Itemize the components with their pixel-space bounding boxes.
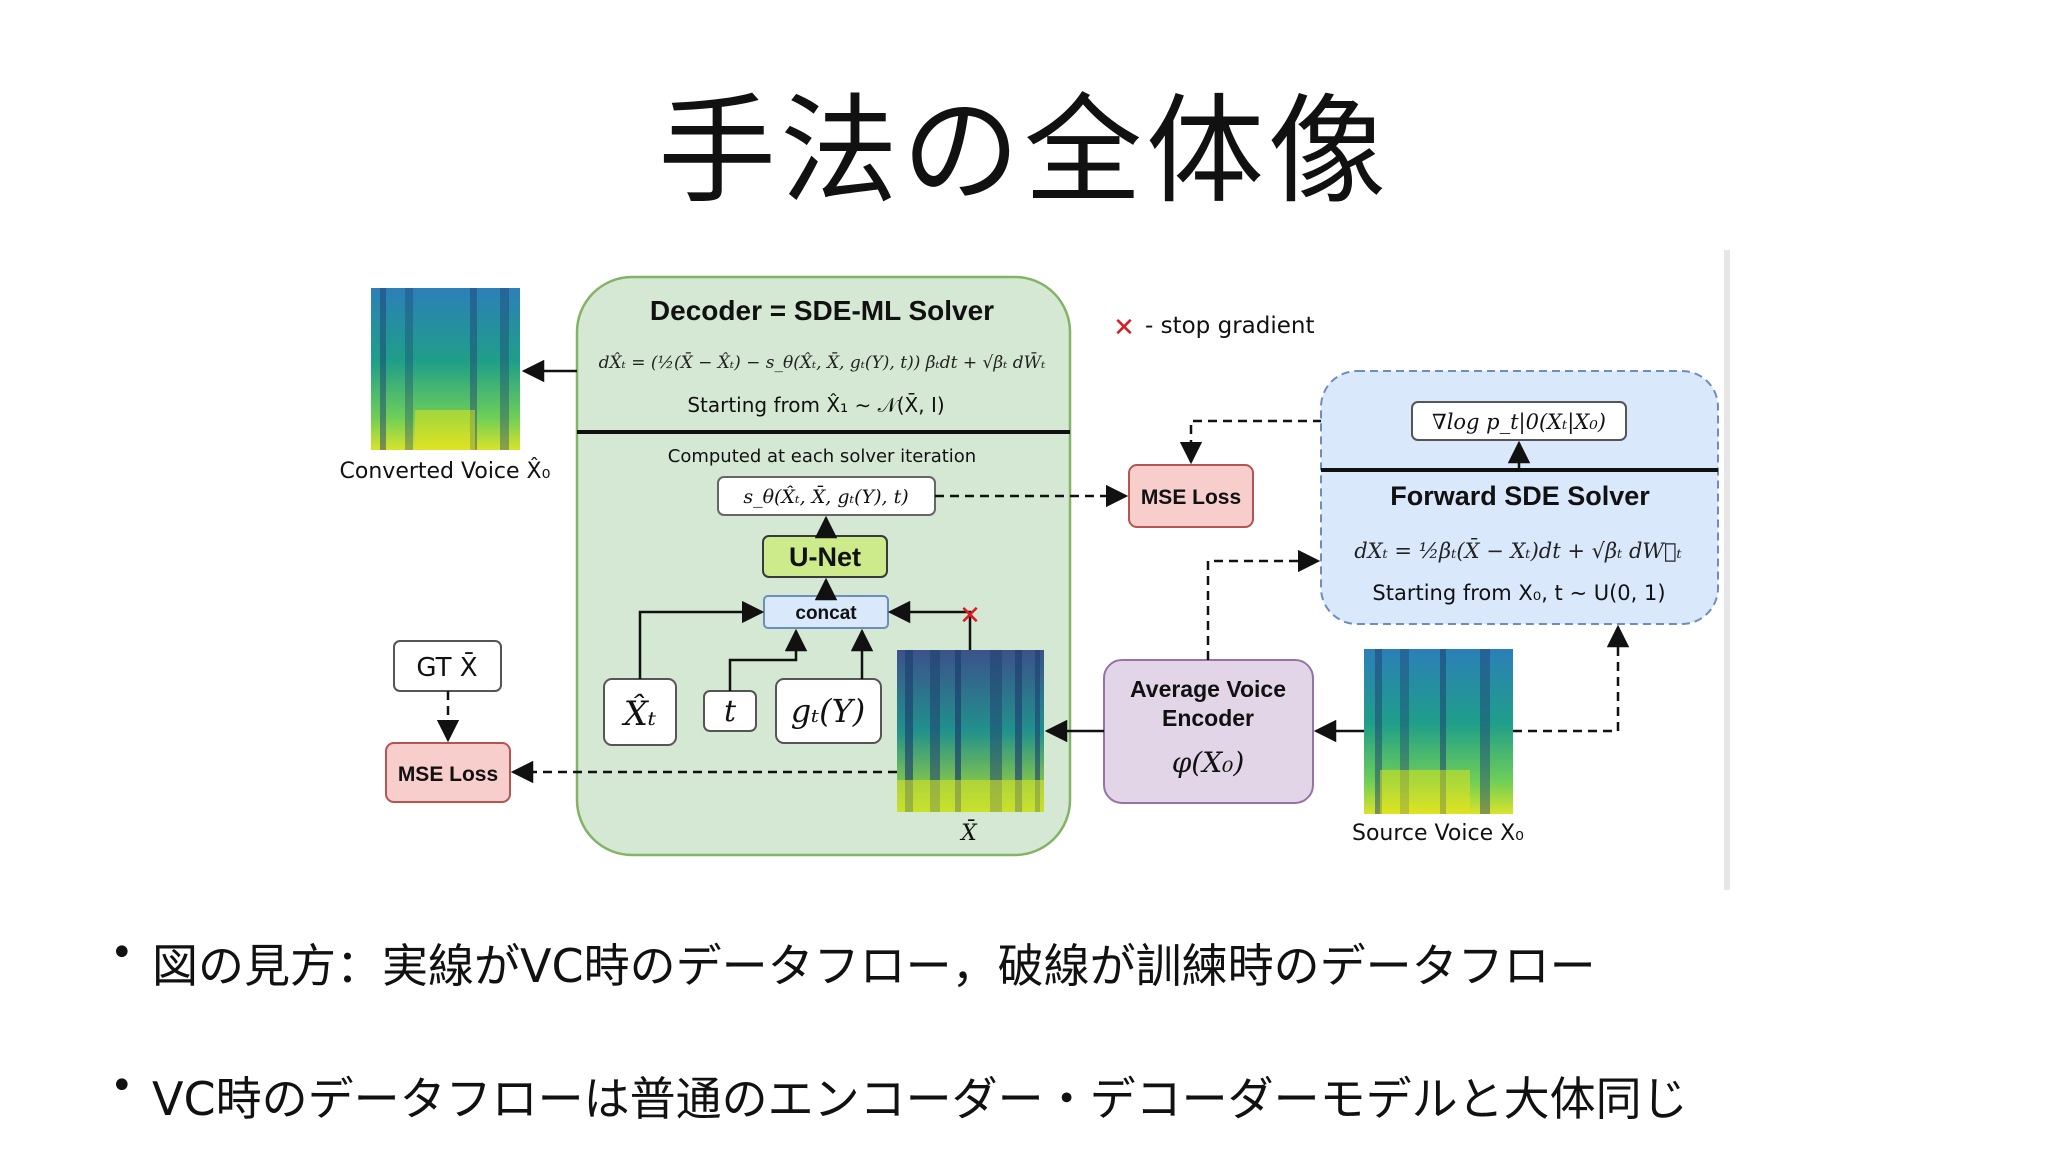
score-text: s_θ(X̂ₜ, X̄, gₜ(Y), t) <box>743 485 908 508</box>
forward-starting: Starting from X₀, t ∼ U(0, 1) <box>1372 581 1665 605</box>
decoder-title: Decoder = SDE-ML Solver <box>650 295 994 326</box>
mse-loss-bottom: MSE Loss <box>398 763 498 786</box>
decoder-equation: dX̂ₜ = (½(X̄ − X̂ₜ) − s_θ(X̂ₜ, X̄, gₜ(Y)… <box>599 351 1046 373</box>
converted-voice-label: Converted Voice X̂₀ <box>340 458 551 484</box>
forward-title: Forward SDE Solver <box>1390 481 1650 511</box>
encoder-line2: Encoder <box>1162 705 1254 731</box>
bullet-text-2: VC時のデータフローは普通のエンコーダー・デコーダーモデルと大体同じ <box>152 1072 1688 1126</box>
stop-gradient-legend: - stop gradient <box>1145 313 1314 339</box>
input-t: t <box>724 694 737 729</box>
gradlog-box <box>1411 401 1627 441</box>
input-g: gₜ(Y) <box>791 692 865 730</box>
encoder-line1: Average Voice <box>1130 676 1286 702</box>
gt-label: GT X̄ <box>416 651 477 683</box>
source-voice-spectrogram <box>1364 649 1513 814</box>
stop-gradient-mark: ✕ <box>959 601 981 631</box>
converted-voice-spectrogram <box>371 288 520 450</box>
mse-loss-top: MSE Loss <box>1141 486 1241 509</box>
input-xhat: X̂ₜ <box>621 693 657 734</box>
xbar-label: X̄ <box>959 819 978 846</box>
forward-equation: dXₜ = ½βₜ(X̄ − Xₜ)dt + √βₜ dW⃗ₜ <box>1354 538 1682 563</box>
stop-gradient-legend-mark: ✕ <box>1113 313 1135 343</box>
bullet-text-1: 図の見方：実線がVC時のデータフロー，破線が訓練時のデータフロー <box>152 939 1596 993</box>
bullet-dot: • <box>110 1063 134 1109</box>
bullet-item-2: • VC時のデータフローは普通のエンコーダー・デコーダーモデルと大体同じ <box>110 1063 1688 1129</box>
gradlog-text: ∇log p_t|0(Xₜ|X₀) <box>1432 410 1606 435</box>
input-g-box <box>775 678 882 744</box>
unet-label: U-Net <box>789 542 861 572</box>
bullet-dot: • <box>110 930 134 976</box>
xbar-spectrogram <box>897 650 1044 812</box>
mse-loss-bottom-box <box>385 742 511 803</box>
computed-label: Computed at each solver iteration <box>668 446 976 467</box>
slide-title: 手法の全体像 <box>657 82 1390 220</box>
mse-loss-top-box <box>1128 464 1254 528</box>
bullet-item-1: • 図の見方：実線がVC時のデータフロー，破線が訓練時のデータフロー <box>110 930 1596 996</box>
decoder-starting: Starting from X̂₁ ∼ 𝒩(X̄, I) <box>687 392 944 417</box>
concat-label: concat <box>795 603 857 624</box>
encoder-formula: φ(X₀) <box>1172 746 1245 779</box>
source-voice-label: Source Voice X₀ <box>1352 821 1524 846</box>
